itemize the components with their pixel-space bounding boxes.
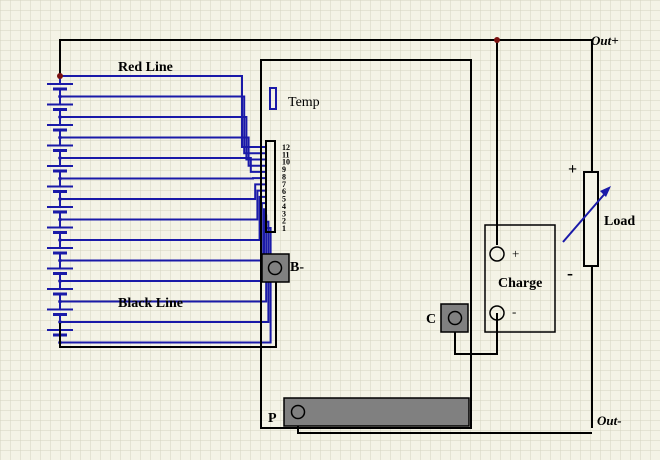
cell-node: [58, 217, 62, 222]
b-minus-label: B-: [290, 260, 304, 275]
connector-pin-label: 11: [282, 150, 290, 159]
cell-node: [58, 238, 62, 242]
b-minus-terminal: [261, 253, 290, 283]
load-label: Load: [604, 214, 635, 229]
load-plus-label: +: [568, 161, 577, 178]
connector-pin-label: 12: [282, 143, 290, 152]
balance-wire: [60, 195, 266, 241]
c-pad: [447, 310, 463, 326]
red-line-label: Red Line: [118, 60, 173, 75]
charger-plus-label: +: [512, 246, 519, 261]
balance-wire: [60, 75, 266, 148]
wire-top-positive: [59, 39, 592, 76]
p-terminal: [283, 397, 470, 427]
connector-pin-label: 9: [282, 165, 286, 174]
connector-pin-label: 10: [282, 158, 290, 167]
connector-pin-label: 8: [282, 172, 286, 181]
connector-pin-label: 4: [282, 202, 286, 211]
black-line-label: Black Line: [118, 296, 183, 311]
charger-minus-label: -: [512, 304, 516, 319]
balance-connector: [265, 140, 276, 233]
cell-node: [58, 197, 62, 201]
balance-wire: [60, 95, 266, 155]
c-label: C: [426, 312, 436, 327]
connector-pin-label: 1: [282, 224, 286, 233]
cell-node: [58, 135, 62, 140]
connector-pin-label: 3: [282, 209, 286, 218]
load-arrowhead: [600, 186, 611, 197]
wire-b-minus: [59, 282, 277, 348]
junction-dot: [57, 73, 63, 79]
junction-dot: [494, 37, 500, 43]
out-plus-label: Out+: [591, 33, 619, 48]
balance-wire: [60, 227, 272, 344]
load-resistor: [583, 171, 599, 267]
cell-node: [58, 94, 62, 99]
p-label: P: [268, 411, 277, 426]
connector-pin-label: 6: [282, 187, 286, 196]
cell-node: [58, 115, 62, 119]
wire-charge-negative: [454, 313, 498, 355]
c-terminal: [440, 303, 469, 333]
balance-wire: [60, 136, 266, 167]
out-minus-label: Out-: [597, 413, 622, 428]
charger-label: Charge: [498, 276, 542, 291]
temp-sensor: [269, 87, 277, 110]
cell-node: [58, 279, 62, 283]
charger-negative-pad: [489, 305, 505, 321]
p-pad: [290, 404, 306, 420]
power-wires: [59, 39, 593, 434]
load-variable-arrow: [562, 189, 609, 243]
cell-node: [58, 320, 62, 324]
cell-node: [58, 299, 62, 304]
connector-pin-label: 5: [282, 195, 286, 204]
bms-board-outline: [260, 59, 472, 429]
charger-positive-pad: [489, 246, 505, 262]
balance-wire: [60, 157, 266, 173]
load-minus-label: -: [567, 263, 573, 283]
cell-node: [58, 156, 62, 160]
cell-node: [58, 258, 62, 263]
connector-pin-label: 2: [282, 217, 286, 226]
charger-box: [484, 224, 556, 333]
b-minus-pad: [267, 260, 283, 276]
cell-node: [58, 176, 62, 181]
connector-pin-label: 7: [282, 180, 286, 189]
temp-label: Temp: [288, 95, 320, 110]
